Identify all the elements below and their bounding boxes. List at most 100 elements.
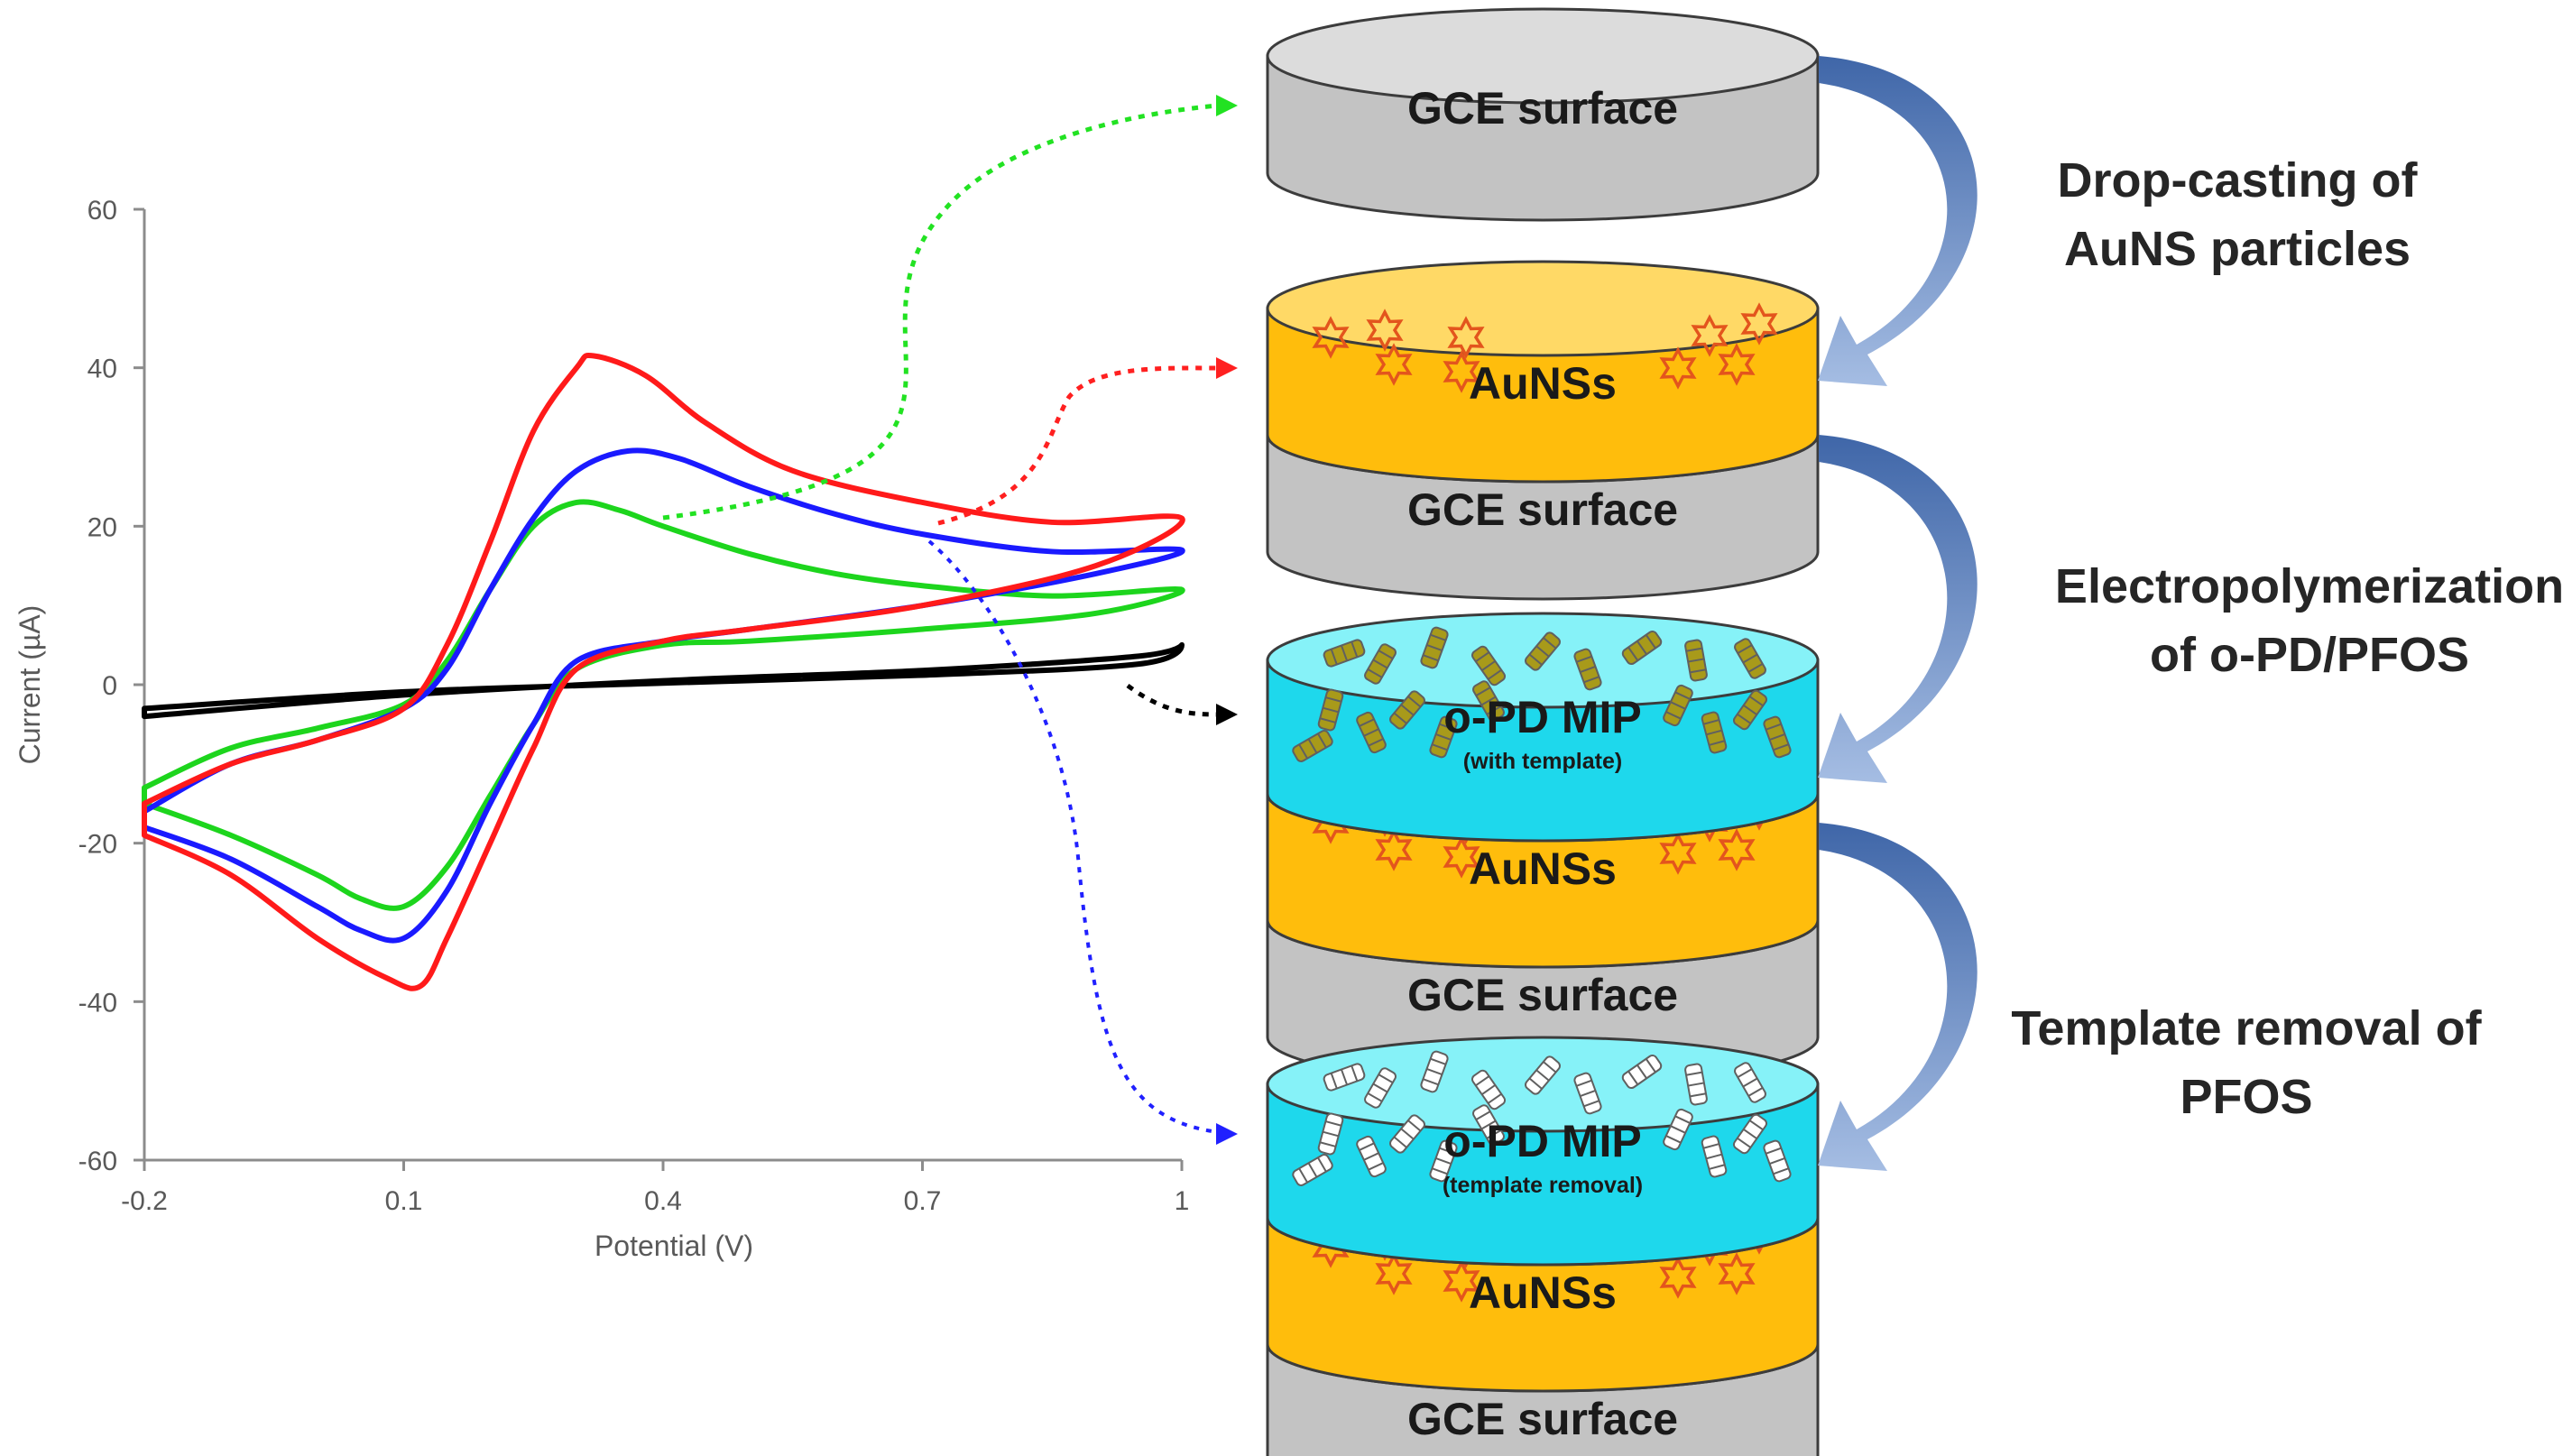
- connector-red: [937, 365, 1219, 526]
- empty-cavity-icon: [1701, 1135, 1728, 1178]
- y-tick-label: 40: [88, 355, 117, 384]
- connector-blue: [927, 539, 1219, 1134]
- pfos-template-icon: [1684, 639, 1708, 682]
- layer-label: AuNSs: [1469, 843, 1617, 894]
- layer-mip-empty: o-PD MIP(template removal): [1266, 1036, 1820, 1267]
- connector-blue-arrowhead: [1216, 1123, 1238, 1145]
- step-label-1: Drop-casting of AuNS particles: [2058, 153, 2419, 276]
- empty-cavity-icon: [1364, 1067, 1397, 1109]
- connector-black: [1126, 683, 1219, 717]
- pfos-template-icon: [1472, 680, 1505, 722]
- nanostar-icon: [1691, 314, 1729, 357]
- pfos-template-icon: [1701, 711, 1728, 754]
- pfos-template-icon: [1663, 684, 1693, 727]
- layer-gce: GCE surface: [1266, 7, 1820, 222]
- y-axis-title: Current (µA): [14, 605, 46, 765]
- y-tick-label: -40: [78, 988, 117, 1018]
- empty-cavity-icon: [1732, 1113, 1768, 1155]
- pfos-template-icon: [1429, 715, 1458, 759]
- nanostar-icon: [1718, 343, 1756, 386]
- step-3-line-1: Template removal of: [2011, 1001, 2482, 1055]
- pfos-template-icon: [1317, 688, 1344, 732]
- pfos-template-icon: [1573, 648, 1602, 691]
- empty-cavity-icon: [1389, 1114, 1425, 1154]
- nanostar-icon: [1443, 350, 1480, 393]
- y-tick-label: 60: [88, 196, 117, 226]
- nanostar-icon: [1447, 316, 1485, 359]
- nanostar-icon: [1659, 1256, 1697, 1299]
- step-1-line-1: Drop-casting of: [2058, 153, 2419, 207]
- empty-cavity-icon: [1420, 1050, 1449, 1093]
- pfos-template-icon: [1734, 638, 1766, 679]
- nanostar-icon: [1718, 828, 1756, 871]
- curve-to-electrode-connectors: [662, 95, 1238, 1145]
- pfos-template-icon: [1292, 730, 1333, 762]
- empty-cavity-icon: [1734, 1062, 1766, 1103]
- electrode-stack-3: GCE surface AuNSs o-PD MIP (with template): [1266, 612, 1820, 1086]
- connector-green: [662, 103, 1219, 521]
- nanostar-icon: [1375, 343, 1413, 386]
- pfos-template-icon: [1525, 631, 1561, 671]
- connector-black-arrowhead: [1216, 704, 1238, 725]
- nanostar-icon: [1375, 828, 1413, 871]
- layer-label: o-PD MIP: [1443, 692, 1641, 742]
- layer-label: GCE surface: [1407, 970, 1678, 1020]
- empty-cavity-icon: [1472, 1104, 1505, 1146]
- nanostar-icon: [1659, 832, 1697, 875]
- pfos-template-icon: [1364, 643, 1397, 685]
- empty-cavity-icon: [1356, 1135, 1387, 1178]
- layer-label: GCE surface: [1407, 83, 1678, 134]
- step-2-line-2: of o-PD/PFOS: [2150, 628, 2469, 682]
- nanostar-icon: [1443, 835, 1480, 879]
- series-3-line: [142, 352, 1185, 991]
- pfos-template-icon: [1356, 711, 1387, 754]
- layer-sublabel: (template removal): [1443, 1173, 1643, 1198]
- nanostar-icon: [1366, 309, 1404, 352]
- x-axis-title: Potential (V): [595, 1230, 753, 1262]
- empty-cavity-icon: [1763, 1139, 1792, 1183]
- empty-cavity-icon: [1684, 1063, 1708, 1106]
- empty-cavity-icon: [1317, 1112, 1344, 1156]
- x-tick-label: 0.4: [644, 1186, 682, 1216]
- y-tick-label: -20: [78, 830, 117, 860]
- pfos-template-icon: [1621, 630, 1663, 666]
- empty-cavity-icon: [1470, 1069, 1507, 1110]
- layer-label: AuNSs: [1469, 358, 1617, 409]
- step-arrow-1: [1818, 56, 1978, 386]
- layer-aunp: AuNSs: [1266, 260, 1820, 484]
- connector-red-arrowhead: [1216, 357, 1238, 379]
- step-3-line-2: PFOS: [2180, 1070, 2312, 1124]
- layer-mip: o-PD MIP (with template): [1266, 612, 1820, 843]
- empty-cavity-icon: [1525, 1055, 1561, 1095]
- empty-cavity-icon: [1663, 1108, 1693, 1151]
- nanostar-icon: [1740, 302, 1778, 346]
- pfos-template-icon: [1389, 690, 1425, 730]
- step-arrow-3: [1818, 823, 1978, 1171]
- x-tick-label: -0.2: [121, 1186, 168, 1216]
- series-0-line: [142, 641, 1185, 720]
- empty-cavity-icon: [1292, 1154, 1333, 1186]
- layer-label: AuNSs: [1469, 1267, 1617, 1318]
- x-tick-label: 0.1: [385, 1186, 423, 1216]
- empty-cavity-icon: [1323, 1063, 1366, 1092]
- electrode-stack-1: GCE surface: [1266, 7, 1820, 222]
- step-arrow-2: [1818, 435, 1978, 783]
- pfos-template-icon: [1323, 639, 1366, 668]
- empty-cavity-icon: [1621, 1054, 1663, 1090]
- x-tick-label: 1: [1175, 1186, 1190, 1216]
- y-tick-label: 0: [102, 671, 117, 701]
- x-tick-label: 0.7: [904, 1186, 942, 1216]
- nanostar-icon: [1443, 1259, 1480, 1303]
- nanostar-icon: [1375, 1252, 1413, 1295]
- pfos-template-icon: [1763, 715, 1792, 759]
- pfos-template-icon: [1470, 645, 1507, 687]
- empty-cavity-icon: [1429, 1139, 1458, 1183]
- layer-sublabel: (with template): [1463, 749, 1622, 774]
- step-2-line-1: Electropolymerization: [2055, 559, 2563, 613]
- step-label-2: Electropolymerization of o-PD/PFOS: [2055, 559, 2563, 682]
